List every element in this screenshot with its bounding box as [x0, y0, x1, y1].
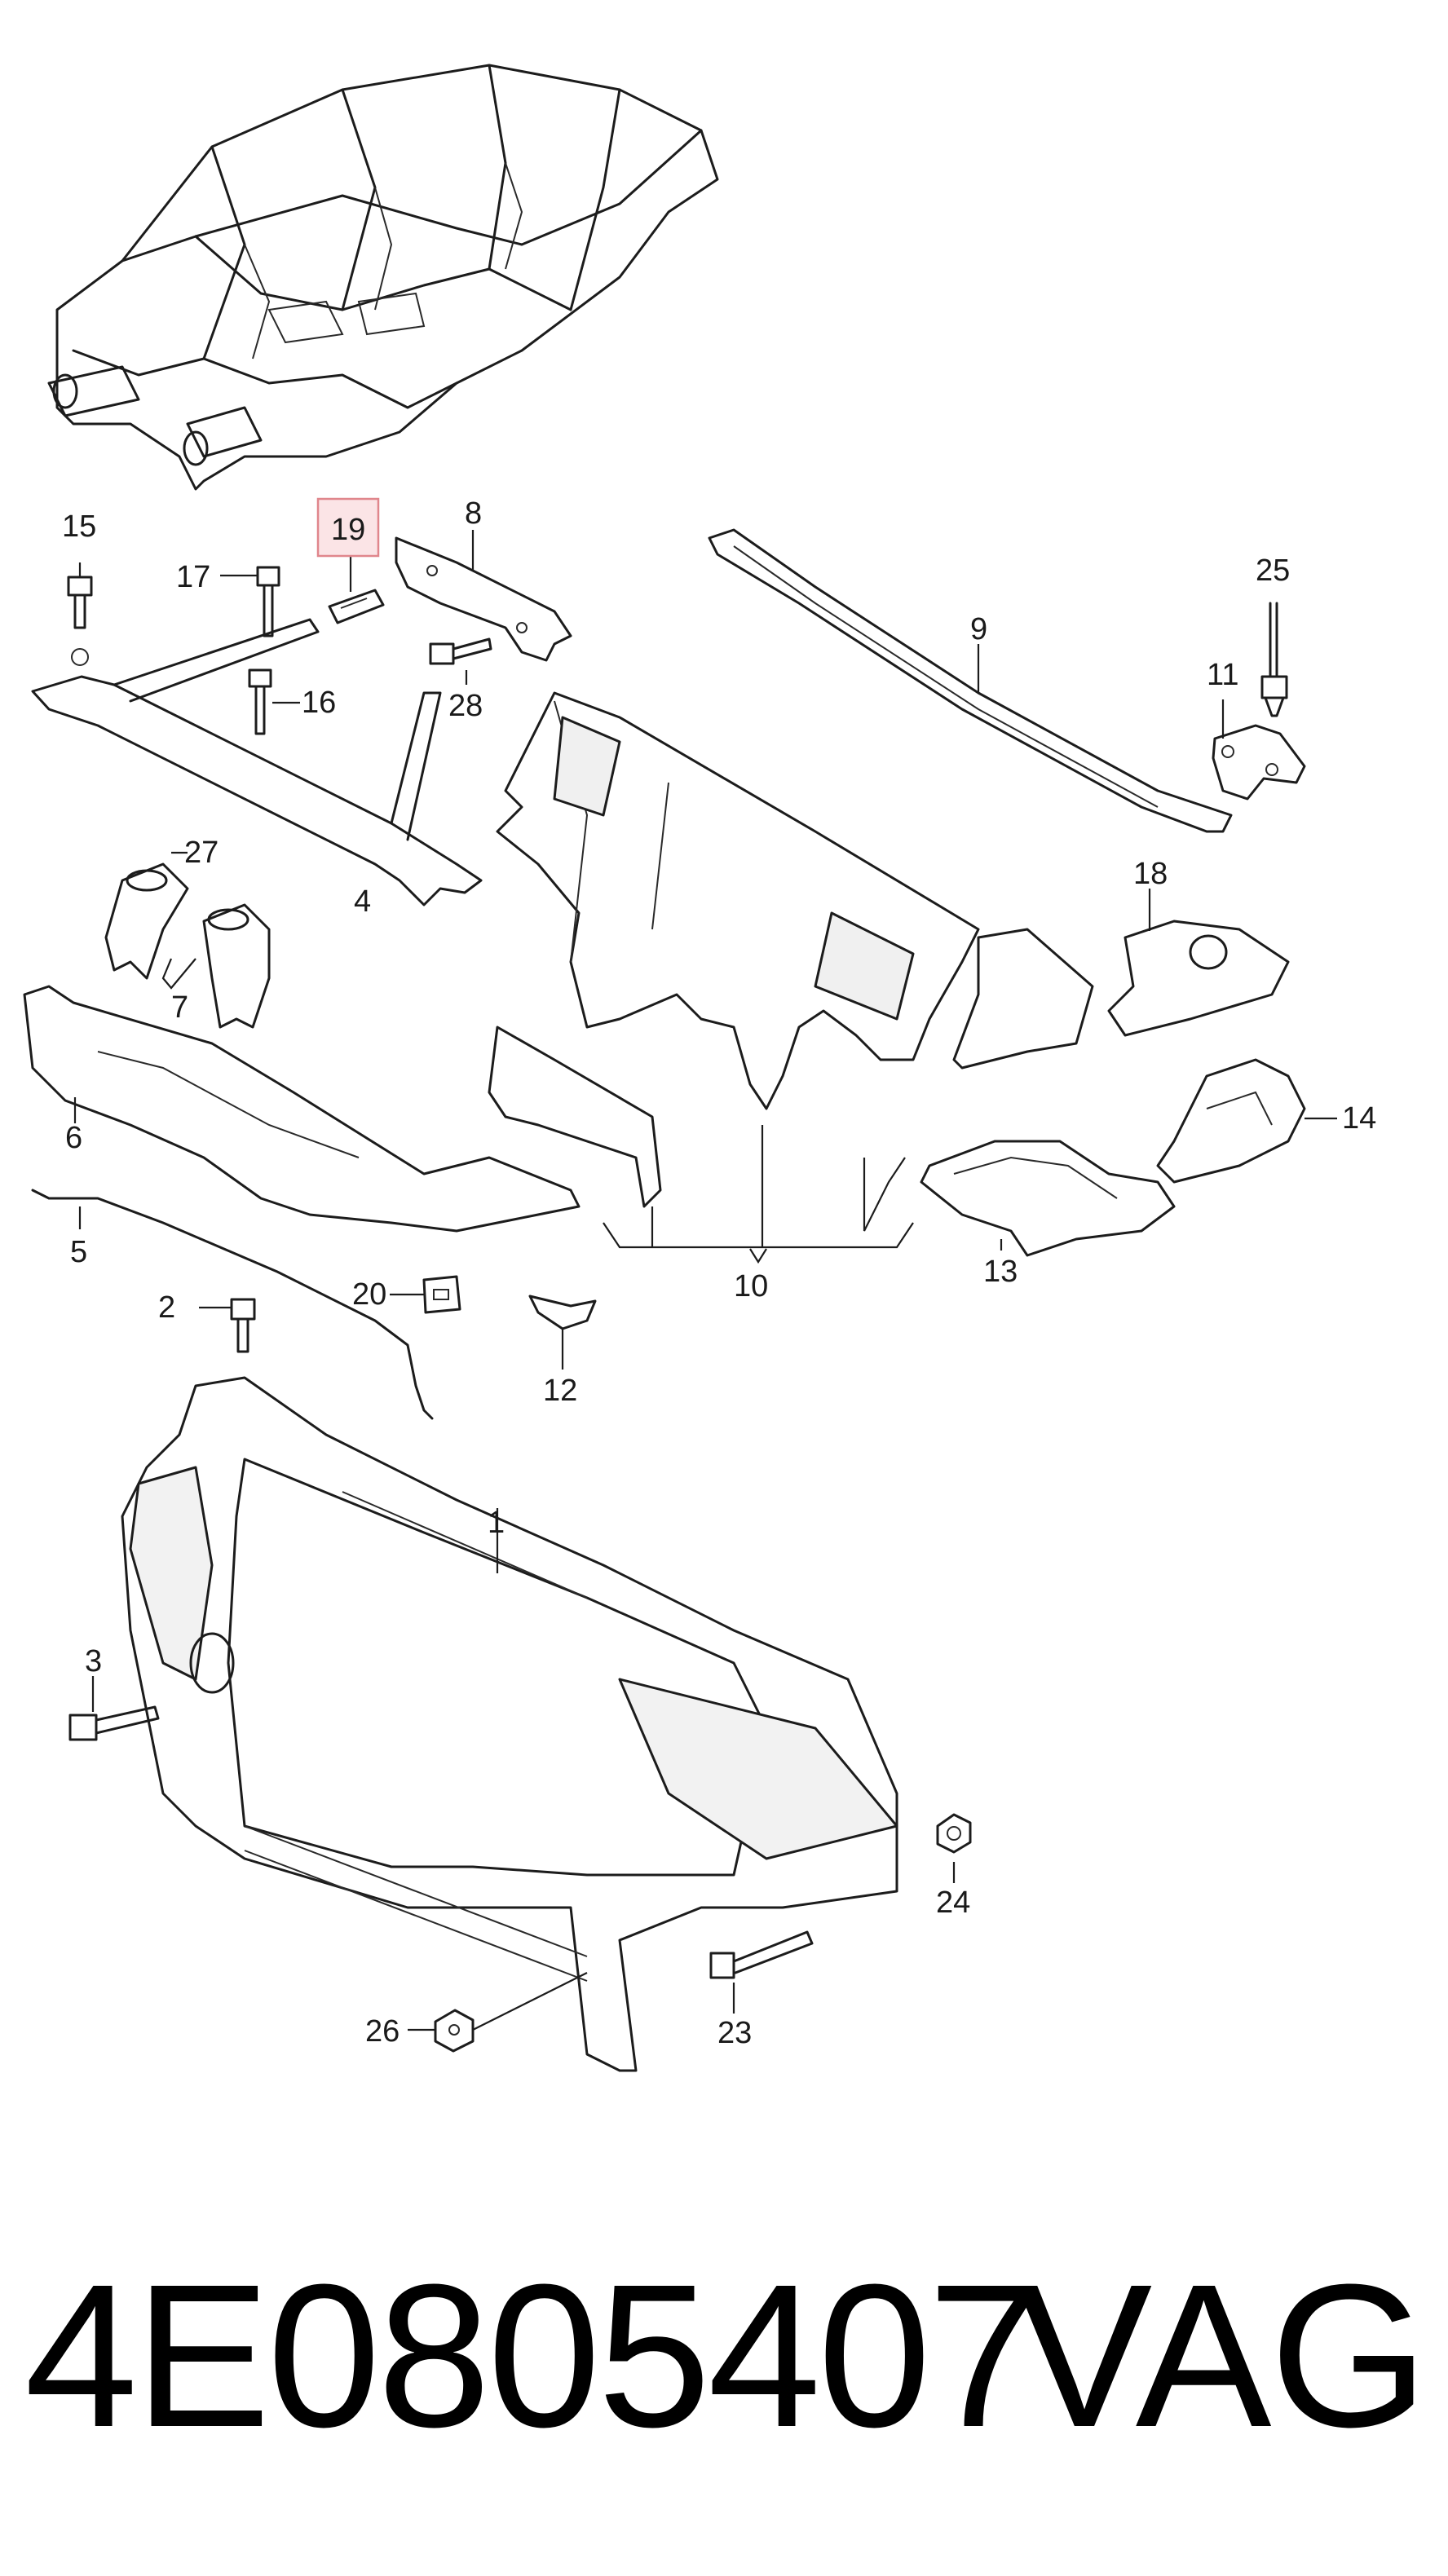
callout-12: 12: [543, 1374, 577, 1408]
callout-25: 25: [1256, 554, 1290, 588]
callout-labels: 15 17 19 8 9 25 11 16 28 27 4 18 7 14 6 …: [62, 496, 1376, 2050]
part-18: [1107, 889, 1290, 1037]
callout-8: 8: [465, 496, 482, 531]
bolt-3: [68, 1676, 160, 1741]
nut-24: [936, 1813, 972, 1883]
part-19-bracket: [328, 554, 385, 624]
callout-2: 2: [158, 1290, 175, 1325]
callout-19: 19: [331, 513, 365, 547]
callout-9: 9: [970, 612, 987, 646]
callout-28: 28: [448, 689, 483, 723]
part-5-cable: [31, 1189, 434, 1420]
part-7-and-27: [104, 851, 271, 1029]
part-9-rail: [708, 528, 1233, 833]
part-14: [1156, 1058, 1337, 1184]
callout-7: 7: [171, 990, 188, 1025]
part-12: [528, 1295, 597, 1370]
part-11-bracket: [1212, 699, 1306, 801]
washer-26: [408, 1972, 588, 2053]
part-1-front-carrier: [121, 1376, 898, 2072]
callout-1: 1: [488, 1506, 505, 1540]
callout-5: 5: [70, 1235, 87, 1269]
callout-19-highlight: [316, 497, 380, 558]
bolt-23: [709, 1930, 814, 2014]
callout-26: 26: [365, 2014, 400, 2049]
callout-10: 10: [734, 1269, 768, 1303]
bolt-28: [429, 637, 492, 685]
callout-18: 18: [1133, 857, 1168, 891]
part-20-clip: [390, 1275, 461, 1314]
callout-24: 24: [936, 1886, 970, 1920]
part-number: 4E0805407: [24, 2242, 1041, 2469]
bolt-15: [67, 562, 93, 629]
callout-13: 13: [983, 1255, 1018, 1289]
callout-20: 20: [352, 1277, 386, 1312]
part-4-brace: [31, 618, 483, 906]
part-10-bulkhead: [488, 691, 980, 1264]
callout-3: 3: [85, 1644, 102, 1678]
callout-15: 15: [62, 509, 96, 544]
callout-4: 4: [354, 884, 371, 919]
bolt-25: [1260, 602, 1288, 717]
callout-23: 23: [717, 2016, 752, 2050]
callout-27: 27: [184, 836, 219, 870]
bolt-16: [248, 668, 300, 735]
callout-6: 6: [65, 1121, 82, 1155]
brand-label: VAG: [1016, 2242, 1428, 2469]
bolt-2: [199, 1298, 256, 1353]
callout-17: 17: [176, 560, 210, 594]
bolt-17: [220, 566, 280, 637]
part-8-bracket: [395, 530, 572, 662]
part-13: [920, 1140, 1176, 1257]
footer: 4E0805407 VAG: [24, 2242, 1428, 2469]
bulkhead-side-panel: [952, 928, 1094, 1070]
car-body-illustration: [47, 64, 719, 491]
callout-11: 11: [1207, 658, 1238, 692]
callout-16: 16: [302, 686, 336, 720]
callout-14: 14: [1342, 1101, 1376, 1136]
part-6-undertray: [23, 985, 581, 1233]
